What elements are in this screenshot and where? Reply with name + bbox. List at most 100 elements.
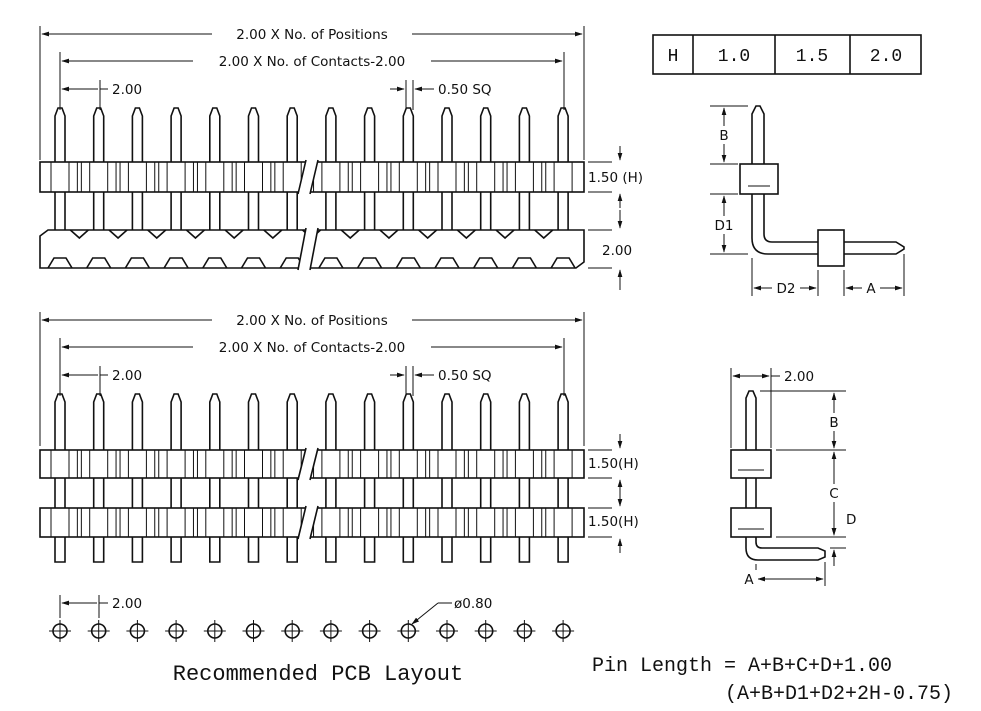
pin	[557, 537, 569, 563]
pin	[209, 537, 221, 563]
pin	[518, 478, 531, 508]
end-dimension-c-label: C	[829, 486, 838, 502]
h-table: H 1.0 1.5 2.0	[652, 34, 922, 75]
pcb-hole	[397, 620, 420, 642]
height-dimension-label: 1.50 (H)	[588, 170, 643, 186]
h-table-value: 2.0	[870, 47, 902, 67]
pin	[54, 393, 66, 450]
pin	[363, 478, 376, 508]
pin	[209, 107, 221, 162]
pin	[131, 478, 144, 508]
pin-size-label: 0.50 SQ	[438, 368, 492, 384]
pin	[402, 478, 415, 508]
pin	[54, 478, 66, 508]
formula-line-1: Pin Length = A+B+C+D+1.00	[592, 655, 892, 678]
pin	[479, 393, 492, 450]
end-housing-lower	[730, 507, 772, 538]
pin	[170, 393, 182, 450]
pcb-hole	[126, 620, 149, 642]
right-angle-housing	[739, 163, 779, 195]
pin	[441, 478, 453, 508]
pin	[557, 393, 569, 450]
pin	[441, 537, 453, 563]
end-dimension-a-label: A	[744, 572, 754, 588]
contacts-dimension-label: 2.00 X No. of Contacts-2.00	[219, 340, 405, 356]
pcb-pitch-label: 2.00	[112, 596, 142, 612]
pin	[518, 107, 531, 162]
pcb-hole	[319, 620, 342, 642]
hole-diameter-label: ø0.80	[454, 596, 492, 612]
pin	[247, 107, 260, 162]
pin	[479, 537, 492, 563]
pcb-hole	[203, 620, 226, 642]
pin	[286, 107, 298, 162]
pcb-hole	[49, 620, 71, 642]
pcb-hole	[87, 620, 110, 642]
pin	[247, 478, 260, 508]
pin	[286, 537, 298, 563]
pcb-hole	[552, 620, 575, 642]
side-view-1: 2.00 X No. of Positions 2.00 X No. of Co…	[39, 26, 643, 290]
pin	[441, 393, 453, 450]
pin	[170, 478, 182, 508]
pin	[363, 537, 376, 563]
height-dimension-label-lower: 1.50(H)	[588, 514, 639, 530]
pin	[518, 393, 531, 450]
pin	[92, 478, 105, 508]
height-dimension-label-upper: 1.50(H)	[588, 456, 639, 472]
h-table-value: 1.0	[718, 47, 750, 67]
pin	[325, 393, 337, 450]
pin	[325, 107, 337, 162]
pcb-hole	[474, 620, 497, 642]
pin-length-formula: Pin Length = A+B+C+D+1.00 (A+B+D1+D2+2H-…	[592, 655, 953, 706]
pcb-hole	[281, 620, 304, 642]
end-dimension-b-label: B	[829, 415, 838, 431]
pin-size-label: 0.50 SQ	[438, 82, 492, 98]
end-housing-upper	[730, 449, 772, 479]
pin	[402, 393, 415, 450]
pin	[54, 537, 66, 563]
pin	[557, 478, 569, 508]
pin	[325, 537, 337, 563]
pin	[92, 537, 105, 563]
pin	[363, 393, 376, 450]
pin	[325, 478, 337, 508]
pin	[209, 393, 221, 450]
spacer-dimension-label: 2.00	[602, 243, 632, 259]
pcb-hole	[513, 620, 536, 642]
dimension-a-label: A	[866, 281, 876, 297]
right-angle-spacer	[817, 229, 845, 267]
pin	[92, 107, 105, 162]
pin	[479, 478, 492, 508]
pin	[209, 478, 221, 508]
pin	[402, 107, 415, 162]
pin	[441, 107, 453, 162]
side-view-2: 2.00 X No. of Positions 2.00 X No. of Co…	[39, 312, 639, 563]
pin	[54, 107, 66, 162]
pcb-layout-title: Recommended PCB Layout	[173, 662, 463, 687]
pin	[170, 107, 182, 162]
positions-dimension-label: 2.00 X No. of Positions	[236, 27, 388, 43]
dimension-d2-label: D2	[777, 281, 796, 297]
end-dimension-d-label: D	[846, 512, 856, 528]
end-view: 2.00 B C D A	[730, 368, 856, 588]
side-view-2-dimensions: 2.00 X No. of Positions 2.00 X No. of Co…	[39, 312, 639, 553]
h-table-header: H	[668, 47, 679, 67]
pin	[363, 107, 376, 162]
side-view-2-pins	[54, 393, 569, 563]
contacts-dimension-label: 2.00 X No. of Contacts-2.00	[219, 54, 405, 70]
pin	[247, 537, 260, 563]
pin	[92, 393, 105, 450]
pin	[557, 107, 569, 162]
end-pitch-label: 2.00	[784, 369, 814, 385]
pin	[518, 537, 531, 563]
positions-dimension-label: 2.00 X No. of Positions	[236, 313, 388, 329]
pcb-hole	[436, 620, 458, 642]
right-angle-view: B D1 D2 A	[710, 105, 905, 297]
side-view-2-housing	[39, 447, 585, 540]
pin	[131, 393, 144, 450]
h-table-value: 1.5	[796, 47, 828, 67]
pin	[247, 393, 260, 450]
side-view-1-housing	[39, 159, 585, 271]
pcb-hole	[165, 620, 188, 642]
